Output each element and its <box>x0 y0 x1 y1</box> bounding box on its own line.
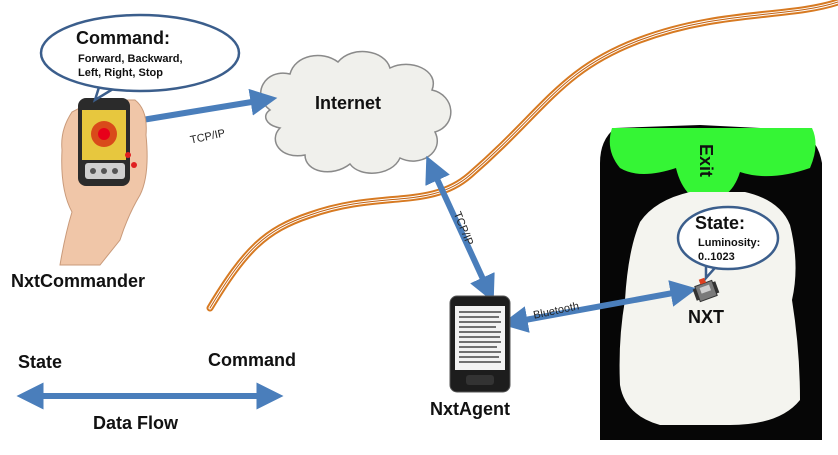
legend-caption: Data Flow <box>93 413 179 433</box>
state-bubble-text: Luminosity: 0..1023 <box>698 237 761 263</box>
state-bubble-body <box>676 205 780 271</box>
command-bubble-text: Forward, Backward, Left, Right, Stop <box>78 53 183 79</box>
legend-state-label: State <box>18 352 63 372</box>
agent-label: NxtAgent <box>430 399 510 419</box>
exit-label: Exit <box>696 144 716 178</box>
agent-robot-arrow <box>500 280 698 333</box>
commander-phone <box>59 98 148 266</box>
exit-zone <box>609 128 816 195</box>
internet-cloud <box>260 50 452 174</box>
agent-phone <box>449 295 511 393</box>
state-bubble-title: State: <box>695 213 746 233</box>
command-bubble-title: Command: <box>76 28 170 48</box>
robot-label: NXT <box>688 307 724 327</box>
commander-internet-arrow <box>116 88 278 134</box>
robot-icon <box>692 277 720 303</box>
internet-agent-arrow <box>425 155 495 303</box>
command-bubble-body <box>39 13 241 93</box>
commander-label: NxtCommander <box>11 271 146 291</box>
legend-command-label: Command <box>208 350 297 370</box>
internet-label: Internet <box>315 93 382 113</box>
